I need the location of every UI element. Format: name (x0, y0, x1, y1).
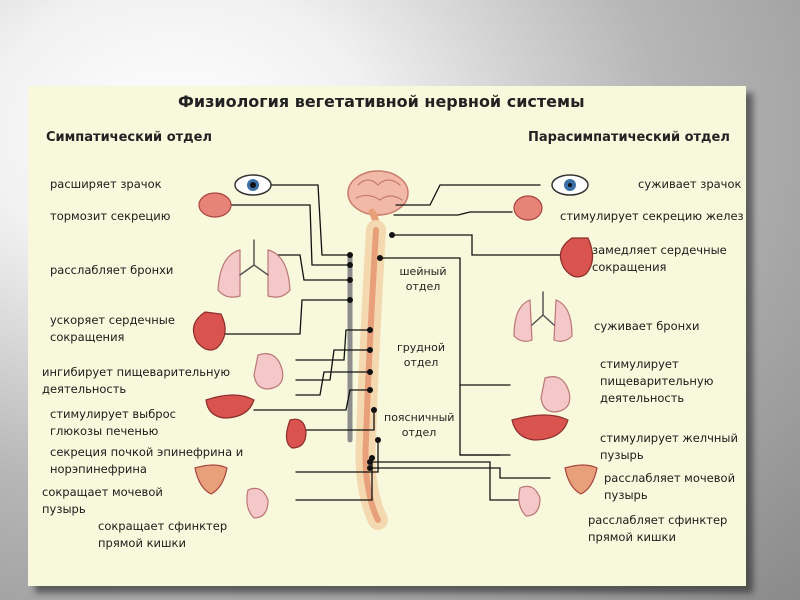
sym-organs (192, 174, 307, 519)
salivary-gland-icon (198, 192, 232, 218)
eye-icon (234, 174, 272, 196)
liver-icon (511, 414, 569, 441)
spine-section-lumbar: поясничный отдел (384, 411, 455, 439)
para-effect-digestion: стимулирует пищеварительную деятельность (600, 357, 714, 405)
stomach-icon (253, 353, 284, 390)
sym-effect-bladder: сокращает мочевой пузырь (42, 485, 163, 516)
stomach-icon (540, 376, 571, 413)
sym-effect-glucose: стимулирует выброс глюкозы печенью (50, 407, 176, 438)
kidney-icon (285, 418, 307, 449)
spine-section-cervical: шейный отдел (399, 265, 447, 293)
para-effect-glands: стимулирует секрецию желез (560, 209, 744, 223)
rectum-icon (518, 485, 541, 517)
spinal-column-icon (347, 220, 388, 530)
sym-effect-adrenal: секреция почкой эпинефрина и норэпинефри… (50, 445, 244, 476)
sym-effect-rectum: сокращает сфинктер прямой кишки (98, 519, 228, 550)
bladder-icon (194, 464, 228, 495)
parasympathetic-heading: Парасимпатический отдел (528, 130, 730, 145)
para-organs (511, 174, 598, 517)
para-effect-bladder: расслабляет мочевой пузырь (604, 471, 736, 502)
bladder-icon (564, 464, 598, 495)
spine-section-thoracic: грудной отдел (397, 341, 445, 369)
sympathetic-connections (221, 184, 379, 501)
para-effect-heart: замедляет сердечные сокращения (592, 243, 727, 274)
sym-effect-secretion: тормозит секрецию (50, 209, 171, 223)
para-effect-bronchi: суживает бронхи (594, 319, 700, 333)
diagram-title: Физиология вегетативной нервной системы (178, 92, 585, 111)
rectum-icon (246, 487, 269, 519)
para-effect-bile: стимулирует желчный пузырь (600, 431, 738, 462)
slide-panel (28, 86, 746, 586)
para-effect-pupil: суживает зрачок (638, 177, 742, 191)
sym-effect-pupil: расширяет зрачок (50, 177, 162, 191)
ganglion-dots (347, 232, 395, 471)
sym-effect-heart: ускоряет сердечные сокращения (50, 313, 175, 344)
heart-icon (559, 237, 594, 278)
parasympathetic-connections (369, 184, 561, 501)
para-effect-rectum: расслабляет сфинктер прямой кишки (588, 513, 728, 544)
lungs-icon (217, 239, 291, 298)
sym-effect-digestion: ингибирует пищеварительную деятельность (42, 365, 231, 396)
salivary-gland-icon (513, 195, 543, 221)
sym-effect-bronchi: расслабляет бронхи (50, 263, 174, 277)
eye-icon (551, 174, 589, 196)
lungs-icon (513, 291, 573, 342)
liver-icon (205, 394, 255, 419)
heart-icon (192, 311, 226, 351)
sympathetic-heading: Симпатический отдел (46, 130, 212, 145)
